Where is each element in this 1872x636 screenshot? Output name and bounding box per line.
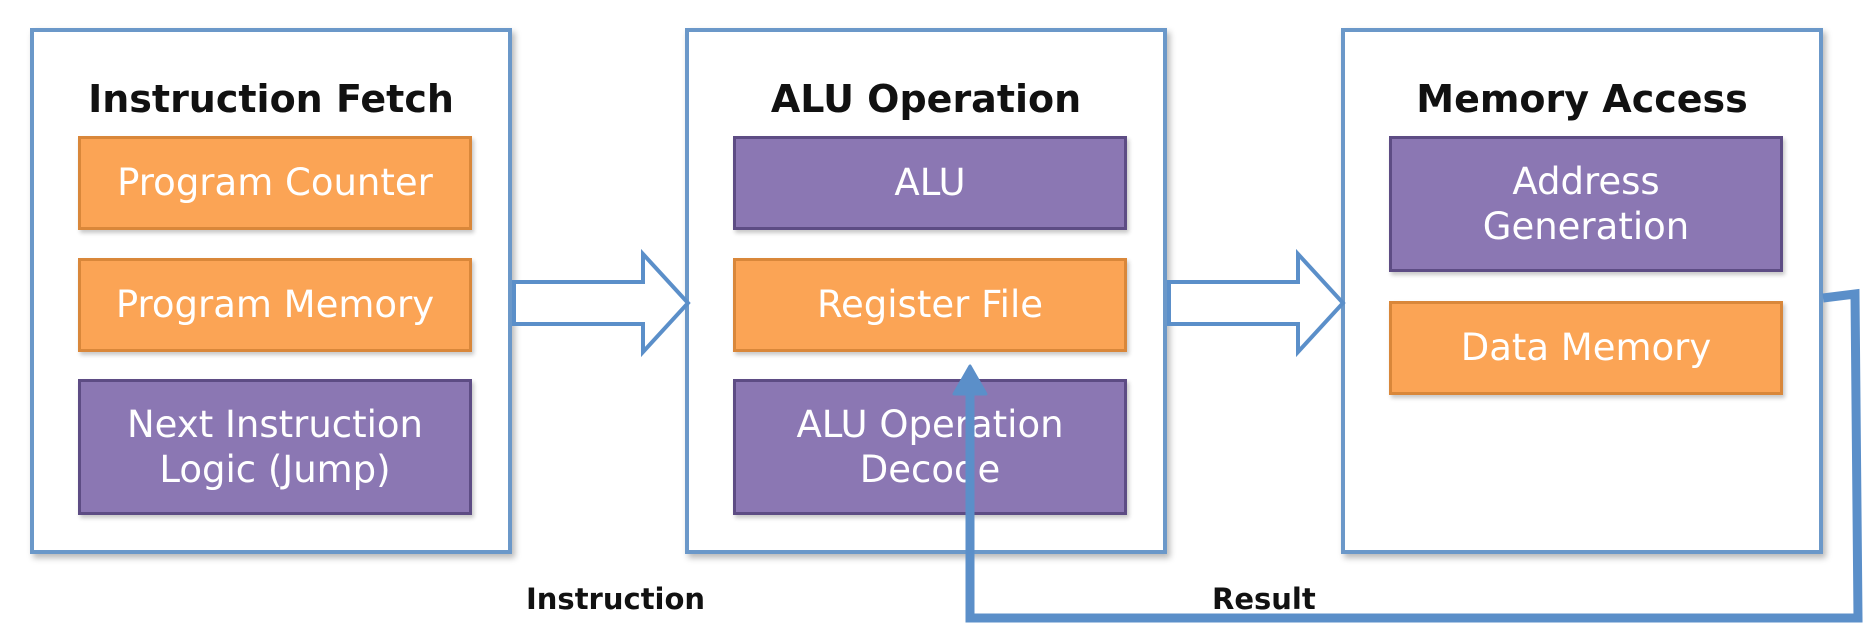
memory-access-title: Memory Access bbox=[1416, 77, 1748, 121]
memory-access-stage: Memory Access Address Generation Data Me… bbox=[1341, 28, 1823, 554]
next-instruction-logic-block: Next Instruction Logic (Jump) bbox=[78, 379, 472, 515]
program-memory-block: Program Memory bbox=[78, 258, 472, 352]
address-generation-block: Address Generation bbox=[1389, 136, 1783, 272]
alu-operation-stage: ALU Operation ALU Register File ALU Oper… bbox=[685, 28, 1167, 554]
instruction-fetch-stage: Instruction Fetch Program Counter Progra… bbox=[30, 28, 512, 554]
alu-to-memory-flow-arrow bbox=[1167, 248, 1346, 358]
alu-operation-decode-block: ALU Operation Decode bbox=[733, 379, 1127, 515]
result-flow-label: Result bbox=[1212, 582, 1316, 616]
instruction-fetch-title: Instruction Fetch bbox=[88, 77, 454, 121]
instruction-flow-arrow bbox=[512, 248, 691, 358]
data-memory-block: Data Memory bbox=[1389, 301, 1783, 395]
alu-block: ALU bbox=[733, 136, 1127, 230]
register-file-block: Register File bbox=[733, 258, 1127, 352]
program-counter-block: Program Counter bbox=[78, 136, 472, 230]
alu-operation-title: ALU Operation bbox=[770, 77, 1082, 121]
instruction-flow-label: Instruction bbox=[526, 582, 706, 616]
